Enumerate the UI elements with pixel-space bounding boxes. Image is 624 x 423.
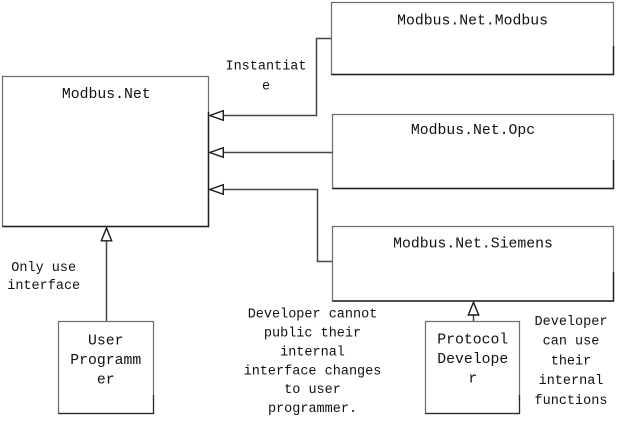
svg-text:Developer cannot: Developer cannot [248,308,378,323]
svg-text:r: r [468,372,477,388]
svg-text:Protocol: Protocol [437,333,508,349]
svg-text:their: their [551,354,592,369]
svg-text:er: er [97,373,115,389]
svg-text:programmer.: programmer. [268,402,357,417]
svg-text:to user: to user [284,383,341,398]
svg-text:internal: internal [539,374,604,389]
svg-text:Developer: Developer [535,315,608,330]
svg-text:Modbus.Net.Siemens: Modbus.Net.Siemens [393,237,553,253]
svg-text:Develope: Develope [437,352,508,368]
svg-text:functions: functions [535,394,608,409]
svg-text:interface: interface [7,279,80,294]
svg-text:Modbus.Net.Opc: Modbus.Net.Opc [411,123,535,139]
svg-text:Modbus.Net: Modbus.Net [62,87,151,103]
svg-text:internal: internal [280,345,345,360]
svg-text:User: User [88,334,124,350]
svg-text:Only use: Only use [11,261,76,276]
svg-text:can use: can use [543,335,600,350]
svg-text:interface changes: interface changes [244,364,382,379]
svg-text:e: e [262,79,270,94]
svg-text:Modbus.Net.Modbus: Modbus.Net.Modbus [397,14,548,30]
svg-text:Instantiat: Instantiat [225,60,306,75]
svg-text:Programm: Programm [70,353,141,369]
svg-text:public their: public their [264,327,361,342]
